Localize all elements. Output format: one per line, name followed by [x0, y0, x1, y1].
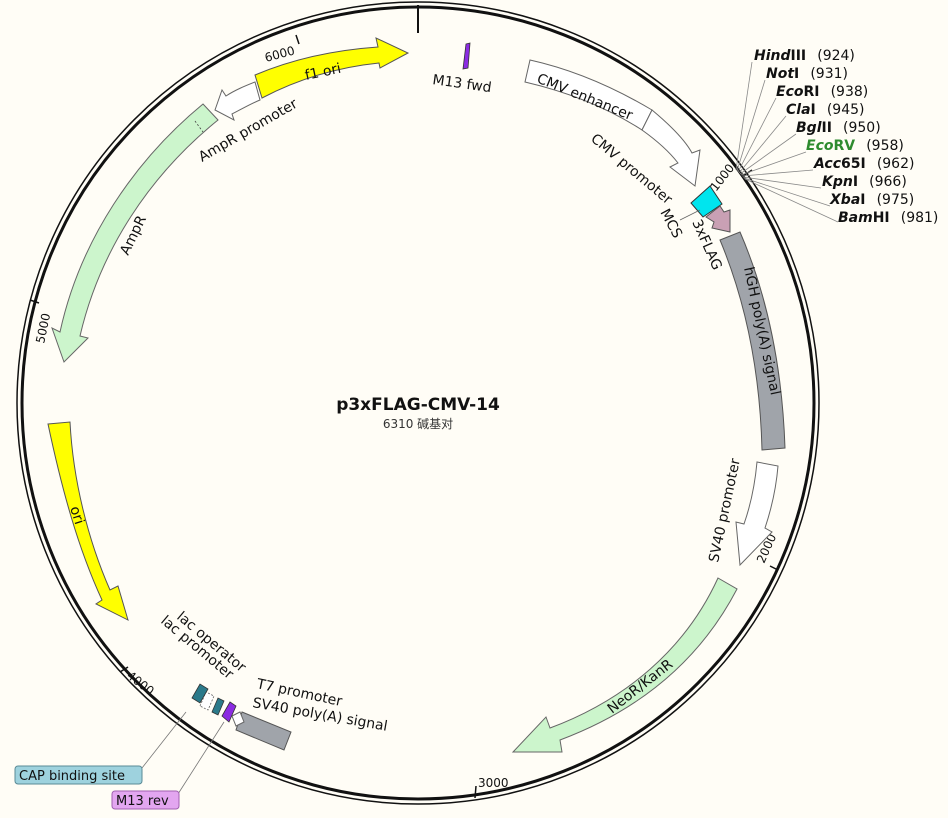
tick-3000-mark [474, 785, 477, 799]
f1-ori-label: f1 ori [304, 61, 343, 84]
site-clai: ClaI (945) [786, 99, 865, 118]
mcs-block [690, 185, 723, 218]
site-ecorv: EcoRV (958) [806, 135, 904, 154]
plasmid-size: 6310 碱基对 [383, 417, 453, 431]
ampr-arrow [51, 103, 219, 363]
mcs-leader [679, 209, 701, 221]
site-hindiii: HindIII (924) [754, 45, 855, 64]
lac-operator-marker [211, 697, 225, 716]
site-noti: NotI (931) [766, 63, 848, 82]
cap-binding-marker [191, 683, 209, 704]
ori-arrow [47, 421, 129, 621]
hgh-polya-block [719, 231, 786, 451]
sv40-polya-block [235, 711, 292, 751]
m13-rev-box-label: M13 rev [116, 794, 169, 809]
backbone [16, 1, 820, 805]
neor-kanr-label: NeoR/KanR [605, 656, 677, 717]
tick-6000-mark [295, 34, 300, 45]
tick-3000-label: 3000 [478, 776, 509, 790]
sv40-promoter-arrow [735, 461, 779, 567]
mcs-label: MCS [656, 206, 685, 241]
cmv-promoter-arrow [641, 109, 701, 187]
site-bamhi: BamHI (981) [838, 207, 938, 226]
ampr-promoter-label: AmpR promoter [196, 96, 301, 166]
tick-5000-label: 5000 [33, 312, 53, 345]
3xflag-arrow [705, 205, 731, 233]
neor-kanr-arrow [511, 577, 738, 753]
tick-4000-mark [119, 666, 129, 673]
t7-promoter-marker [231, 711, 245, 727]
ampr-promoter-arrow [214, 81, 261, 122]
cap-binding-leader [141, 711, 187, 769]
tick-2000-mark [769, 565, 779, 571]
site-xbai: XbaI (975) [829, 189, 914, 208]
site-acc65i: Acc65I (962) [813, 153, 914, 172]
m13-fwd-marker [462, 42, 471, 70]
site-leaders [735, 61, 839, 223]
restriction-sites: HindIII (924) NotI (931) EcoRI (938) Cla… [735, 45, 938, 226]
lac-promoter-marker [199, 691, 215, 711]
site-kpni: KpnI (966) [822, 171, 907, 190]
tick-4000-label: 4000 [124, 668, 157, 698]
m13-rev-marker [221, 701, 237, 723]
m13-rev-leader [177, 721, 225, 795]
callouts: CAP binding site M13 rev [14, 711, 225, 810]
tick-5000-mark [29, 299, 40, 304]
f1-ori-arrow [254, 37, 410, 99]
site-ecori: EcoRI (938) [776, 81, 868, 100]
cap-binding-box-label: CAP binding site [19, 769, 125, 784]
m13-rev-box [111, 790, 180, 810]
ori-label: ori [66, 504, 87, 526]
cap-binding-box [14, 765, 143, 785]
m13-fwd-label: M13 fwd [431, 72, 492, 96]
site-bglii: BglII (950) [796, 117, 881, 136]
plasmid-title: p3xFLAG-CMV-14 [336, 395, 500, 415]
